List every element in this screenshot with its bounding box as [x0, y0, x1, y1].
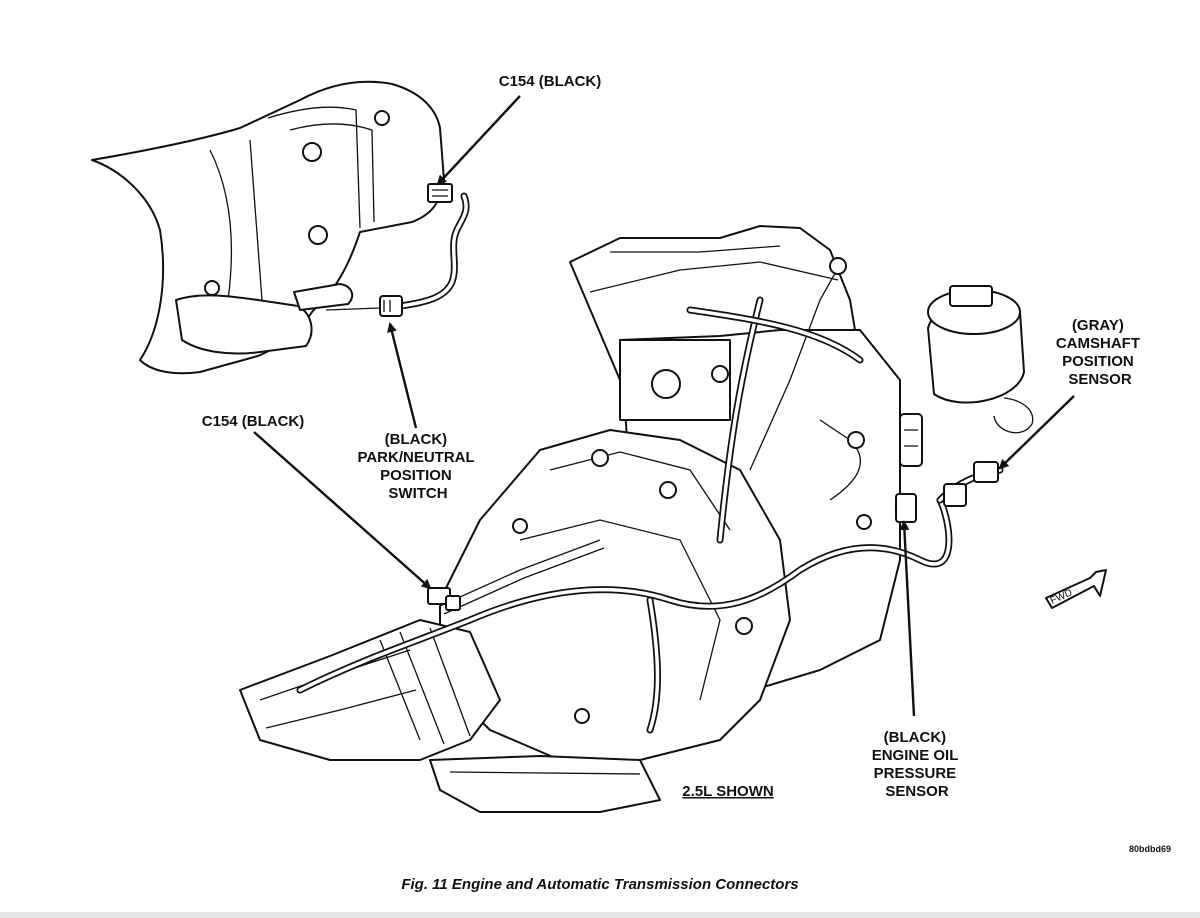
engine-transmission-illustration	[239, 225, 1034, 813]
label-oil-pressure-line-1: (BLACK)	[884, 729, 946, 746]
label-oil-pressure-line-2: ENGINE OIL	[872, 747, 959, 764]
label-oil-pressure-line-3: PRESSURE	[874, 765, 957, 782]
label-c154-left-line: C154 (BLACK)	[202, 413, 305, 430]
label-park-neutral-line-1: (BLACK)	[385, 431, 447, 448]
label-camshaft-position-sensor: (GRAY) CAMSHAFT POSITION SENSOR	[1056, 317, 1144, 388]
arrow-camshaft	[998, 395, 1075, 470]
arrow-c154-left	[253, 431, 432, 590]
arrow-c154-top	[436, 95, 521, 186]
label-park-neutral-line-4: SWITCH	[388, 485, 447, 502]
label-camshaft-line-1: (GRAY)	[1072, 317, 1124, 334]
label-camshaft-line-4: SENSOR	[1068, 371, 1132, 388]
label-park-neutral-line-2: PARK/NEUTRAL	[357, 449, 474, 466]
label-oil-pressure-line-4: SENSOR	[885, 783, 949, 800]
label-camshaft-line-3: POSITION	[1062, 353, 1134, 370]
inset-transmission-illustration	[91, 80, 470, 375]
label-engine-oil-pressure-sensor: (BLACK) ENGINE OIL PRESSURE SENSOR	[872, 729, 963, 800]
label-c154-top: C154 (BLACK)	[499, 73, 602, 90]
label-park-neutral-switch: (BLACK) PARK/NEUTRAL POSITION SWITCH	[357, 431, 478, 502]
arrow-oil-pressure	[899, 520, 916, 717]
leader-arrows	[253, 95, 1075, 717]
note-engine-shown: 2.5L SHOWN	[682, 783, 773, 800]
label-camshaft-line-2: CAMSHAFT	[1056, 335, 1140, 352]
figure-caption: Fig. 11 Engine and Automatic Transmissio…	[401, 876, 799, 893]
page-bottom-rule	[0, 912, 1200, 918]
label-c154-top-line: C154 (BLACK)	[499, 73, 602, 90]
label-c154-left: C154 (BLACK)	[202, 413, 305, 430]
fwd-indicator: FWD	[1045, 569, 1107, 609]
label-park-neutral-line-3: POSITION	[380, 467, 452, 484]
arrow-park-neutral	[387, 322, 418, 429]
figure-code: 80bdbd69	[1129, 844, 1171, 854]
